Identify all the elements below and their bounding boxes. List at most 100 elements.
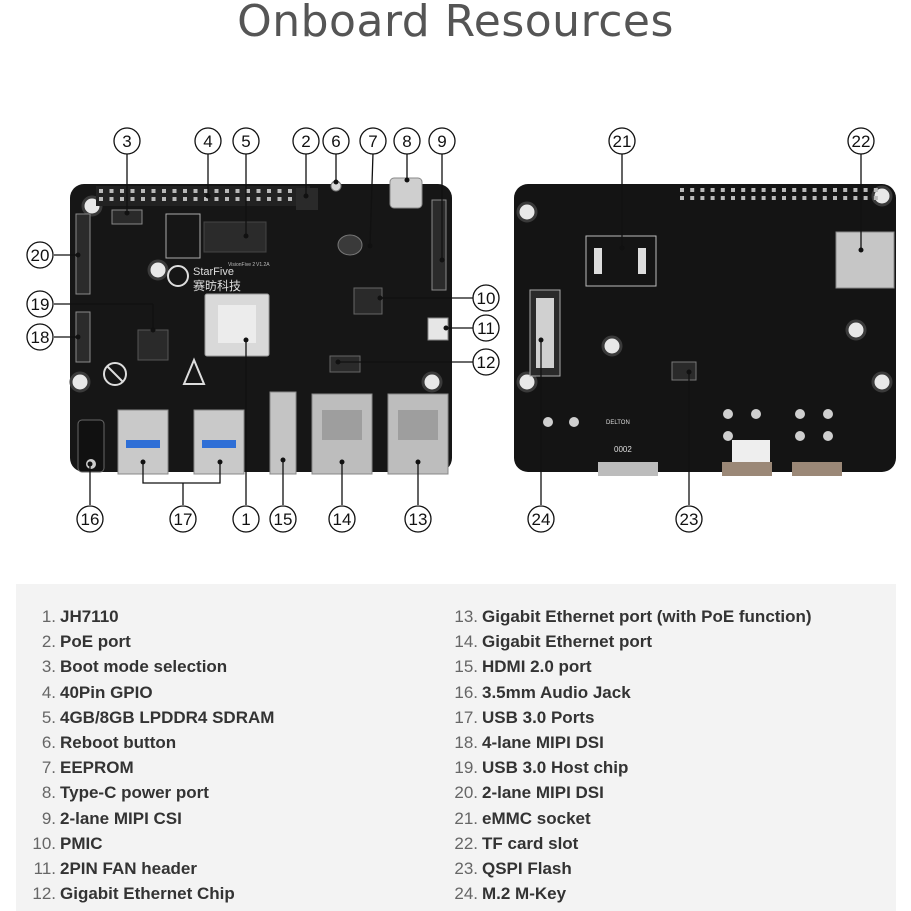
qr-label <box>732 440 770 464</box>
header-pin <box>680 188 684 192</box>
svg-text:8: 8 <box>402 132 411 151</box>
svg-text:10: 10 <box>477 289 496 308</box>
legend-column-right: 13.Gigabit Ethernet port (with PoE funct… <box>450 604 811 906</box>
mounting-hole <box>601 335 623 357</box>
header-pin <box>802 196 807 200</box>
header-pin <box>277 197 282 201</box>
header-pin <box>822 196 827 200</box>
legend-item: 15.HDMI 2.0 port <box>454 657 592 677</box>
header-pin <box>246 197 250 201</box>
header-pin <box>214 189 219 193</box>
legend-column-left: 1.JH7110 2.PoE port 3.Boot mode selectio… <box>28 604 274 906</box>
mounting-hole <box>516 201 538 223</box>
legend-item: 5.4GB/8GB LPDDR4 SDRAM <box>41 707 275 727</box>
model-text: VisionFive 2 <box>228 262 255 268</box>
header-pin <box>151 197 156 201</box>
header-pin <box>853 188 858 192</box>
gpio-header-back <box>680 188 878 200</box>
header-pin <box>690 196 695 200</box>
svg-text:2: 2 <box>301 132 310 151</box>
legend-item: 22.TF card slot <box>454 833 579 853</box>
legend-item: 23.QSPI Flash <box>454 858 572 878</box>
svg-text:20: 20 <box>31 246 50 265</box>
callout-13: 13 <box>404 505 432 533</box>
svg-text:13: 13 <box>409 510 428 529</box>
callout-16: 16 <box>76 505 104 533</box>
header-pin <box>751 188 756 192</box>
svg-text:12: 12 <box>477 353 496 372</box>
header-pin <box>109 189 114 193</box>
header-pin <box>214 197 219 201</box>
mounting-hole <box>421 371 443 393</box>
brand-name-cn: 赛昉科技 <box>193 278 241 293</box>
header-pin <box>130 197 135 201</box>
legend-item: 2.PoE port <box>41 632 131 652</box>
callout-9: 9 <box>428 127 456 155</box>
header-pin <box>720 196 725 200</box>
svg-text:22: 22 <box>852 132 871 151</box>
legend-item: 6.Reboot button <box>41 732 177 752</box>
header-pin <box>288 197 292 201</box>
header-pin <box>235 189 240 193</box>
callout-5: 5 <box>232 127 260 155</box>
header-pin <box>151 189 156 193</box>
gpio-header <box>96 186 310 206</box>
svg-text:24: 24 <box>532 510 551 529</box>
legend-item: 4.40Pin GPIO <box>41 682 153 702</box>
legend-item: 11.2PIN FAN header <box>33 858 197 878</box>
legend-panel: 1.JH7110 2.PoE port 3.Boot mode selectio… <box>16 584 896 911</box>
svg-text:1: 1 <box>241 510 250 529</box>
header-pin <box>267 197 271 201</box>
svg-text:6: 6 <box>331 132 340 151</box>
legend-item: 19.USB 3.0 Host chip <box>454 758 629 778</box>
header-pin <box>843 188 848 192</box>
header-pin <box>833 196 837 200</box>
svg-text:14: 14 <box>333 510 352 529</box>
board-diagram: StarFive 赛昉科技 VisionFive 2 V1.2A <box>26 127 896 533</box>
callout-7: 7 <box>359 127 387 155</box>
svg-text:17: 17 <box>174 510 193 529</box>
callout-12: 12 <box>472 348 500 376</box>
eeprom-chip <box>337 234 363 256</box>
tf-card-slot <box>835 231 895 289</box>
header-pin <box>235 197 240 201</box>
legend-item: 21.eMMC socket <box>454 808 591 828</box>
front-board: StarFive 赛昉科技 VisionFive 2 V1.2A <box>69 177 452 475</box>
header-pin <box>120 189 124 193</box>
back-pcb <box>514 184 896 472</box>
callout-23: 23 <box>675 505 703 533</box>
legend-item: 10.PMIC <box>32 833 103 853</box>
header-pin <box>761 188 766 192</box>
header-pin <box>802 188 807 192</box>
callout-4: 4 <box>194 127 222 155</box>
header-pin <box>183 189 187 193</box>
header-pin <box>720 188 725 192</box>
callouts: 1 2 3 4 5 6 7 8 9 10 11 12 13 14 15 16 1… <box>26 127 875 533</box>
svg-text:4: 4 <box>203 132 212 151</box>
version-text: V1.2A <box>256 262 270 268</box>
header-pin <box>863 196 868 200</box>
header-pin <box>193 189 198 193</box>
leader-lines <box>54 152 862 505</box>
callout-22: 22 <box>847 127 875 155</box>
callout-15: 15 <box>269 505 297 533</box>
callout-24: 24 <box>527 505 555 533</box>
header-pin <box>700 188 705 192</box>
callout-3: 3 <box>113 127 141 155</box>
header-pin <box>225 189 229 193</box>
page-title: Onboard Resources <box>237 0 674 47</box>
header-pin <box>792 188 797 192</box>
header-pin <box>822 188 827 192</box>
svg-text:15: 15 <box>274 510 293 529</box>
header-pin <box>700 196 705 200</box>
header-pin <box>751 196 756 200</box>
legend-item: 14.Gigabit Ethernet port <box>454 632 652 652</box>
header-pin <box>782 188 786 192</box>
callout-17: 17 <box>169 505 197 533</box>
header-pin <box>741 188 746 192</box>
mounting-hole <box>845 319 867 341</box>
header-pin <box>782 196 786 200</box>
sdram-chip <box>203 221 267 253</box>
audio-jack <box>77 419 105 473</box>
callout-1: 1 <box>232 505 260 533</box>
